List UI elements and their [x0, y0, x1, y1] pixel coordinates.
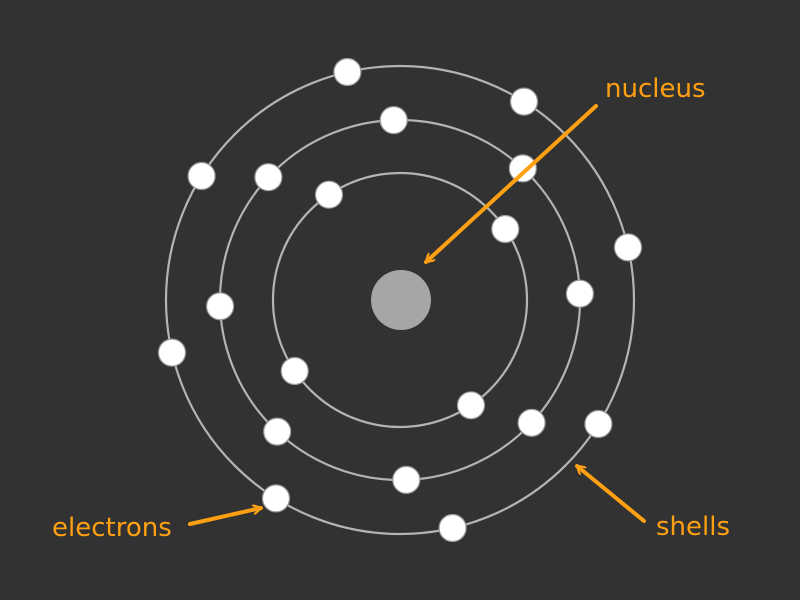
- nucleus-label: nucleus: [605, 74, 706, 104]
- electron-shell-2-6: [263, 417, 292, 446]
- electron-shell-3-8: [187, 161, 216, 191]
- electron-shell-2-8: [254, 163, 283, 192]
- electron-shell-2-3: [565, 279, 595, 308]
- electrons-arrow: [188, 508, 263, 526]
- electron-shell-2-4: [517, 408, 546, 437]
- shell-1: [271, 171, 529, 429]
- electron-shell-2-1: [379, 105, 408, 135]
- shells-arrow: [575, 464, 646, 523]
- electron-shell-2-5: [392, 465, 421, 494]
- shells-label: shells: [656, 512, 731, 542]
- electron-shell-3-4: [584, 409, 613, 439]
- electron-shell-2-7: [206, 292, 235, 321]
- electron-shell-1-3: [456, 391, 486, 420]
- electron-shell-3-3: [613, 233, 643, 262]
- nucleus-arrow: [424, 104, 598, 264]
- electron-shell-2-2: [508, 154, 537, 183]
- electron-shell-3-7: [157, 338, 187, 367]
- nucleus: [371, 270, 431, 330]
- electron-shell-3-6: [261, 484, 291, 513]
- electron-shell-3-1: [333, 57, 362, 87]
- electron-shell-1-4: [280, 356, 309, 386]
- electrons-label: electrons: [52, 513, 172, 543]
- electron-shell-3-2: [509, 87, 539, 116]
- electron-shell-1-1: [314, 180, 344, 209]
- electron-shell-1-2: [491, 214, 520, 244]
- electron-shell-3-5: [438, 513, 467, 543]
- shell-3: [164, 64, 636, 536]
- electrons-group: [157, 57, 643, 543]
